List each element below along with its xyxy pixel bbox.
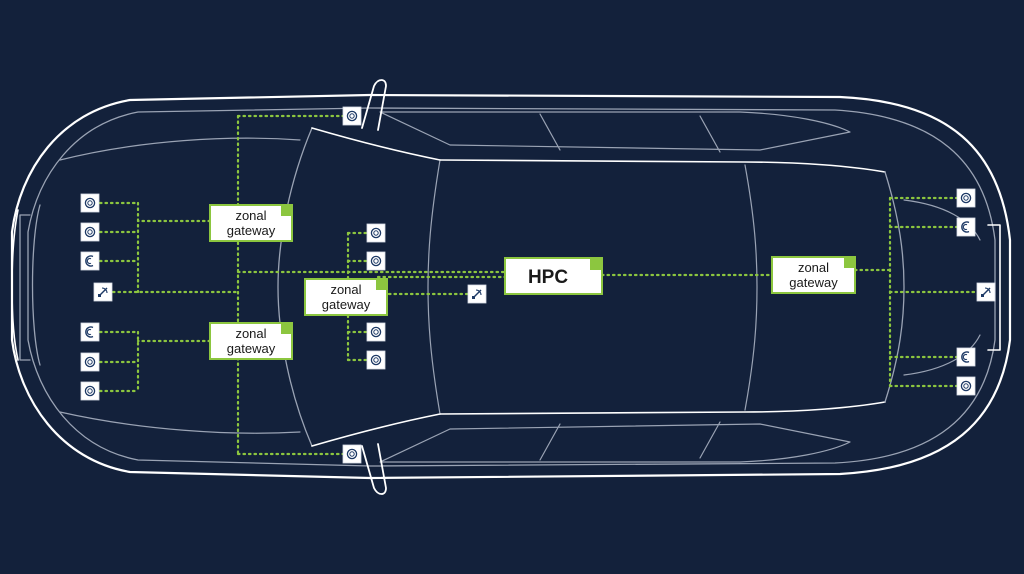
sensor-box: [80, 222, 100, 242]
sensor-center-4: [366, 350, 386, 370]
roof-bottom: [439, 401, 886, 415]
hood-line-bottom: [59, 411, 301, 434]
sensor-front-right-2: [80, 352, 100, 372]
sensor-box: [80, 352, 100, 372]
sensor-rear-radar: [976, 282, 996, 302]
sensor-front-left-4: [93, 282, 113, 302]
car-top-view: [10, 79, 1012, 495]
mirror-bottom-shape: [361, 443, 387, 495]
network-connections: [98, 114, 979, 456]
car-inner-outline: [27, 107, 996, 467]
sensor-box: [956, 217, 976, 237]
sensor-front-left-1: [80, 193, 100, 213]
gateway-box: [304, 278, 388, 316]
front-bumper: [19, 204, 41, 366]
hpc-box: [504, 257, 603, 295]
sensor-box: [956, 376, 976, 396]
gateway-box: [771, 256, 856, 294]
sensor-front-left-3: [80, 251, 100, 271]
gateway-box: [209, 322, 293, 360]
side-windows-bottom: [379, 421, 851, 463]
sensor-box: [956, 188, 976, 208]
sensor-box: [80, 322, 100, 342]
gateway-corner-accent: [376, 279, 387, 290]
sensor-box: [80, 381, 100, 401]
gateway-box: [209, 204, 293, 242]
gateway-label-line2: gateway: [227, 341, 276, 356]
sensor-box: [366, 322, 386, 342]
windshield-bottom-edge: [311, 413, 441, 447]
gateway-label-line1: zonal: [235, 326, 266, 341]
roof-top: [439, 159, 886, 173]
sensor-group: [80, 106, 996, 464]
side-windows-top: [379, 111, 851, 153]
sensor-box: [366, 223, 386, 243]
sensor-front-left-2: [80, 222, 100, 242]
sensor-rear-1: [956, 188, 976, 208]
windshield-top-edge: [311, 127, 441, 161]
gateway-group: zonalgatewayzonalgatewayzonalgatewayzona…: [209, 204, 856, 360]
front-bumper-edge: [11, 209, 19, 361]
rear-bumper: [987, 224, 1001, 351]
sensor-rear-2: [956, 217, 976, 237]
gateway-label-line1: zonal: [330, 282, 361, 297]
car-body-outline: [10, 93, 1012, 480]
gateway-label-line2: gateway: [322, 297, 371, 312]
hpc-label: HPC: [528, 267, 568, 288]
sensor-box: [342, 444, 362, 464]
sensor-box: [342, 106, 362, 126]
sensor-rear-4: [956, 376, 976, 396]
gateway-corner-accent: [281, 323, 292, 334]
sensor-box: [956, 347, 976, 367]
sensor-center-radar: [467, 284, 487, 304]
sensor-mirror-bottom: [342, 444, 362, 464]
sensor-rear-3: [956, 347, 976, 367]
mirror-top-shape: [361, 79, 387, 131]
sensor-center-3: [366, 322, 386, 342]
hpc-node: HPC: [504, 257, 603, 295]
gateway-label-line1: zonal: [235, 208, 266, 223]
roof-front: [427, 159, 441, 415]
sensor-box: [366, 350, 386, 370]
sensor-center-2: [366, 251, 386, 271]
hpc-corner-accent: [590, 258, 602, 270]
rear-window: [884, 171, 905, 403]
trunk-lines: [903, 199, 981, 376]
sensor-box: [80, 193, 100, 213]
sensor-front-right-1: [80, 322, 100, 342]
sensor-box: [366, 251, 386, 271]
gateway-corner-accent: [844, 257, 855, 268]
roof-rear: [744, 164, 758, 411]
gateway-label-line2: gateway: [789, 275, 838, 290]
sensor-mirror-top: [342, 106, 362, 126]
sensor-box: [80, 251, 100, 271]
sensor-front-right-3: [80, 381, 100, 401]
windshield: [277, 127, 313, 447]
sensor-center-1: [366, 223, 386, 243]
gateway-label-line2: gateway: [227, 223, 276, 238]
hood-line-top: [59, 137, 301, 161]
gateway-corner-accent: [281, 205, 292, 216]
gateway-label-line1: zonal: [798, 260, 829, 275]
